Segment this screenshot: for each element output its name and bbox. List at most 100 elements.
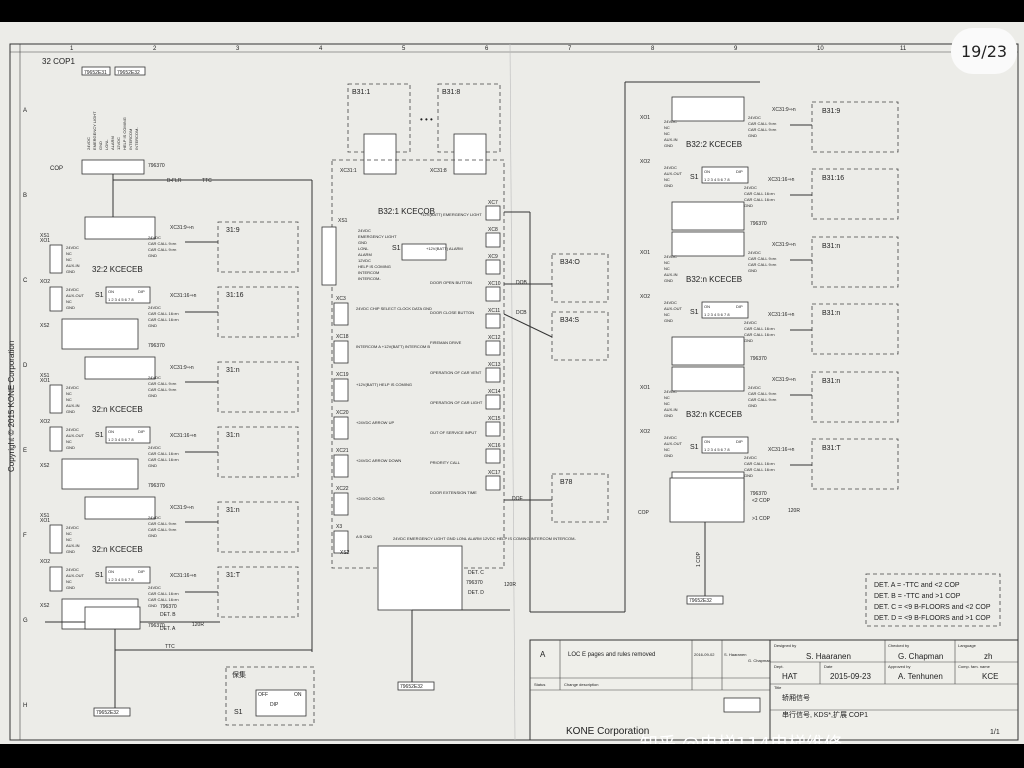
- right-carcall-pin: 24VDC: [748, 385, 761, 390]
- xo1-pin: AUX-IN: [66, 403, 80, 408]
- cop-pin: INTERCOM-: [134, 127, 139, 150]
- carcall16-pin: CAR CALL 16⇒n: [148, 597, 179, 602]
- center-xs2: XS2: [340, 550, 350, 556]
- left-code: 796370: [148, 343, 165, 349]
- dip-on-label: ON: [108, 429, 114, 434]
- right-code: 796370: [750, 356, 767, 362]
- row-letter: G: [23, 618, 28, 624]
- right-func: FIREMAN DRIVE: [430, 340, 462, 345]
- right-carcall-pin: CAR CALL 9⇒n: [748, 256, 776, 261]
- center-board: B31:1 B31:8 • • • XC31:1 XC31:8 B32:1 KC…: [321, 83, 576, 691]
- right-carcall16-pin: 24VDC: [744, 320, 757, 325]
- drawing-frame: [9, 43, 1019, 741]
- right-ttc1: >1 COP: [752, 516, 771, 522]
- change-label: Change description: [564, 682, 598, 687]
- right-dip-numbers: 1 2 3 4 5 6 7 8: [704, 177, 730, 182]
- page-counter-badge[interactable]: 19/23: [951, 28, 1017, 74]
- xs1-pin: ALARM: [358, 252, 372, 257]
- xo1-pin: NC: [66, 537, 72, 542]
- center-fold: [509, 43, 516, 741]
- right-dip-on: ON: [704, 169, 710, 174]
- door-dob: DOB: [516, 280, 528, 286]
- xo2-label: XO2: [40, 279, 50, 285]
- center-alarm: +12V(BATT) ALARM: [426, 246, 463, 251]
- xc-label: XC9: [488, 254, 498, 260]
- xo2-pin: 24VDC: [66, 287, 79, 292]
- xo2-pin: AUX-OUT: [66, 573, 85, 578]
- copyright-text: Copyright © 2015 KONE Corporation: [7, 341, 16, 472]
- carcall16-pin: GND: [148, 463, 157, 468]
- right-carcall-pin: CAR CALL 9⇒n: [748, 121, 776, 126]
- det-a-left: DET. A: [160, 626, 176, 632]
- left-block-label: XC18: [336, 334, 349, 340]
- xo2-label: XO2: [40, 419, 50, 425]
- company-name: KONE Corporation: [566, 726, 649, 737]
- door-dcb: DCB: [516, 310, 527, 316]
- cop-ttc: TTC: [202, 178, 212, 184]
- right-ttc2: <2 COP: [752, 498, 771, 504]
- xo2-pin: 24VDC: [66, 567, 79, 572]
- xc31b-label: XC31:16⇒n: [170, 573, 197, 579]
- right-xo1-pin: GND: [664, 278, 673, 283]
- right-xo1-pin: 24VDC: [664, 119, 677, 124]
- right-xo1-pin: 24VDC: [664, 389, 677, 394]
- right-part: 79652E32: [689, 598, 712, 604]
- bottom-pins: 24VDC EMERGENCY LIGHT GND LONL ALARM 12V…: [393, 536, 576, 541]
- carcall16-pin: CAR CALL 16⇒n: [148, 591, 179, 596]
- xo1-pin: NC: [66, 397, 72, 402]
- designed-by-label: Designed by: [774, 643, 796, 648]
- cop-title: 32 COP1: [42, 57, 75, 66]
- part-left-bottom: 79652E32: [96, 710, 119, 716]
- column-number: 6: [485, 46, 489, 52]
- column-number: 1: [70, 46, 74, 52]
- xo1-pin: NC: [66, 251, 72, 256]
- dip-off: OFF: [258, 692, 268, 698]
- kcecob-name: B32:1 KCECOB: [378, 207, 435, 216]
- xs1-pin: 24VDC: [358, 228, 371, 233]
- right-code: 796370: [750, 221, 767, 227]
- right-xo1-pin: AUX-IN: [664, 272, 678, 277]
- language-label: Language: [958, 643, 977, 648]
- xo1-pin: GND: [66, 549, 75, 554]
- xo1-pin: 24VDC: [66, 385, 79, 390]
- right-board-name: B32:n KCECEB: [686, 275, 742, 284]
- right-carcall16-pin: CAR CALL 16⇒n: [744, 467, 775, 472]
- right-board: XO1XO224VDCNCNCAUX-INGND24VDCAUX-OUTNCGN…: [640, 96, 899, 231]
- watermark-text: 知乎 @电梯114电梯维修...: [640, 734, 859, 744]
- right-cop: COP: [638, 510, 650, 516]
- right-xo1-pin: NC: [664, 401, 670, 406]
- det-note-d: DET. D = <9 B-FLOORS and >1 COP: [874, 615, 991, 622]
- xc-label: XC13: [488, 362, 501, 368]
- right-carcall-pin: 24VDC: [748, 250, 761, 255]
- right-xo1: XO1: [640, 385, 650, 391]
- dip-numbers: 1 2 3 4 5 6 7 8: [108, 297, 134, 302]
- row-letter: E: [23, 448, 27, 454]
- title-block: A LOC E pages and rules removed 2016-09-…: [529, 639, 1019, 741]
- right-xo1-pin: AUX-IN: [664, 407, 678, 412]
- subtitle-cn: 串行信号, KDS*,扩展 COP1: [782, 710, 868, 719]
- center-xs1: XS1: [338, 218, 348, 224]
- right-carcall16-pin: 24VDC: [744, 455, 757, 460]
- sheet-number: 1/1: [990, 729, 1000, 736]
- column-number: 5: [402, 46, 406, 52]
- left-xs2: XS2: [40, 603, 50, 609]
- right-xo2-pin: GND: [664, 318, 673, 323]
- xs1-pin: EMERGENCY LIGHT: [358, 234, 397, 239]
- left-xs2: XS2: [40, 323, 50, 329]
- right-s1: S1: [690, 174, 699, 181]
- s1-label: S1: [95, 572, 104, 579]
- xc-label: XC15: [488, 416, 501, 422]
- right-s1: S1: [690, 309, 699, 316]
- carcall16-pin: CAR CALL 16⇒n: [148, 451, 179, 456]
- approved-label: Approved by: [888, 664, 910, 669]
- right-carcall16-pin: CAR CALL 16⇒n: [744, 197, 775, 202]
- xo2-pin: NC: [66, 299, 72, 304]
- rev-chk: G. Chapman: [748, 658, 771, 663]
- xs1-pin: INTERCOM: [358, 270, 379, 275]
- dip-on-label: ON: [108, 289, 114, 294]
- left-board-name: 32:n KCECEB: [92, 545, 143, 554]
- carcall-pin: CAR CALL 9⇒n: [148, 247, 176, 252]
